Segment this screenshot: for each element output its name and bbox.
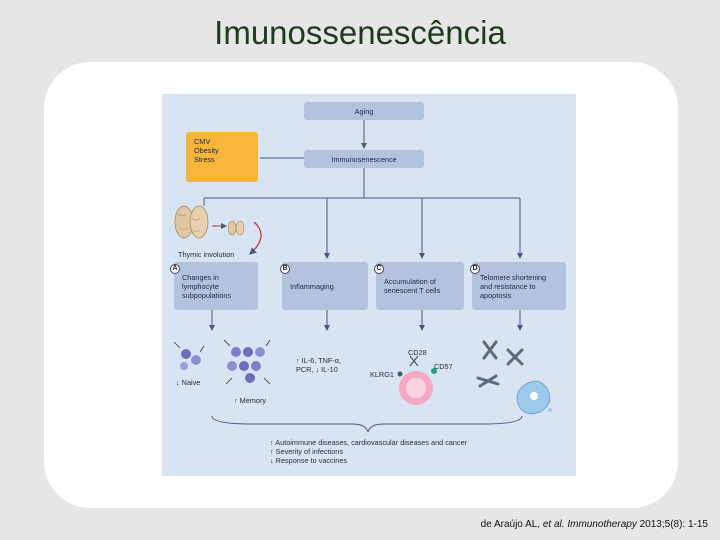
naive-label: ↓ Naive [176, 378, 201, 387]
cd57-label: CD57 [434, 362, 453, 371]
branch-a-letter: A [170, 264, 180, 274]
immunosenescence-box: Immunosenescence [304, 150, 424, 168]
citation-etal: et al. [542, 519, 565, 530]
branch-c-line-2: senescent T cells [384, 286, 441, 295]
cd28-label: CD28 [408, 348, 427, 357]
memory-label: ↑ Memory [234, 396, 267, 405]
apoptotic-cell-icon [516, 380, 552, 415]
outcome-2: ↑ Severity of infections [270, 447, 344, 456]
aging-box: Aging [304, 102, 424, 120]
branch-d-line-3: apoptosis [480, 290, 512, 300]
factor-obesity: Obesity [194, 146, 219, 155]
naive-cells-icon [173, 341, 205, 370]
figure-graphics [173, 120, 552, 433]
thymus-small-icon [227, 220, 245, 236]
outcomes-brace [211, 415, 523, 433]
branch-b-box: Inflammaging [282, 262, 368, 310]
citation: de Araújo AL, et al. Immunotherapy 2013;… [481, 519, 708, 530]
aging-label: Aging [354, 106, 374, 116]
branch-d-line-1: Telomere shortening [480, 272, 547, 282]
outcome-1: ↑ Autoimmune diseases, cardiovascular di… [270, 438, 468, 447]
thymus-feedback-arrow [249, 221, 262, 255]
branch-d-box: Telomere shortening and resistance to ap… [472, 262, 566, 310]
branch-a-line-2: lymphocyte [182, 281, 219, 291]
branch-c-line-1: Accumulation of [384, 277, 436, 286]
memory-cells-icon [223, 339, 271, 385]
cytokines-label: ↑ IL-6, TNF-α, PCR, ↓ IL-10 [296, 356, 341, 374]
senescent-t-cell-icon [397, 355, 437, 405]
immunosenescence-label: Immunosenescence [331, 154, 397, 164]
risk-factors-box: CMV Obesity Stress [186, 132, 258, 182]
cytokines-line-1: ↑ IL-6, TNF-α, [296, 356, 342, 365]
citation-details: 2013;5(8): 1-15 [636, 519, 708, 530]
factor-stress: Stress [194, 155, 215, 164]
branch-c-box: Accumulation of senescent T cells [376, 262, 464, 310]
branch-a-line-3: subpopulations [182, 290, 232, 300]
chromosomes-icon [476, 340, 524, 388]
immunosenescence-figure: Aging CMV Obesity Stress Immunosenescenc… [162, 94, 576, 476]
citation-journal: Immunotherapy [564, 519, 637, 530]
branch-b-label: Inflammaging [290, 281, 334, 291]
branch-c-letter: C [374, 264, 384, 274]
branch-d-line-2: and resistance to [480, 281, 536, 291]
factor-cmv: CMV [194, 137, 211, 146]
thymus-large-icon [174, 205, 209, 239]
branch-a-box: Changes in lymphocyte subpopulations [174, 262, 258, 310]
cytokines-line-2: PCR, ↓ IL-10 [296, 365, 338, 374]
klrg1-label: KLRG1 [370, 370, 394, 379]
citation-authors: de Araújo AL, [480, 519, 543, 530]
branch-b-letter: B [280, 264, 290, 274]
outcomes-list: ↑ Autoimmune diseases, cardiovascular di… [270, 438, 467, 465]
branch-d-letter: D [470, 264, 480, 274]
thymic-involution-label: Thymic involution [178, 250, 235, 259]
branch-a-line-1: Changes in [182, 272, 219, 282]
slide-title: Imunossenescência [214, 14, 506, 51]
outcome-3: ↓ Response to vaccines [270, 456, 348, 465]
